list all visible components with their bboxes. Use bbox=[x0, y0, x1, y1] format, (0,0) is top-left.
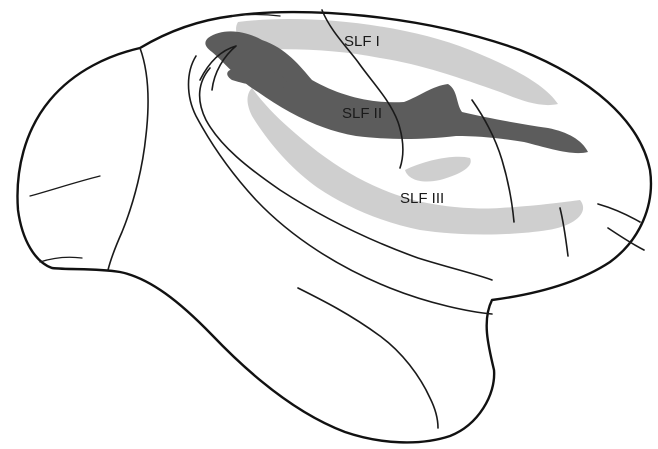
slf-iii-label: SLF III bbox=[400, 190, 444, 207]
slf-ii-label: SLF II bbox=[342, 105, 382, 122]
slf-i-label: SLF I bbox=[344, 33, 380, 50]
